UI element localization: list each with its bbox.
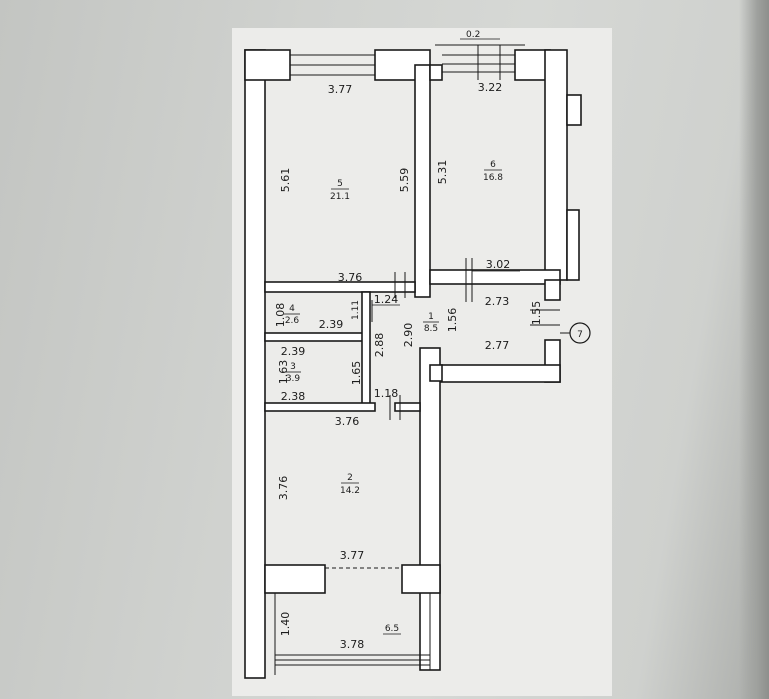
wall-room2-top-right xyxy=(394,402,421,412)
dim-wall-thickness: 0.2 xyxy=(466,30,480,40)
dim-door-124: 1.24 xyxy=(374,293,399,306)
wall-room6-top-left xyxy=(429,64,443,81)
wall-room6-right-lower xyxy=(566,209,580,281)
dim-room6-height: 5.31 xyxy=(436,160,449,185)
wall-room4-3-right xyxy=(361,291,371,408)
dimension-labels: 0.2 3.77 3.22 5.61 5.59 5.31 3.02 3.76 1… xyxy=(274,30,543,651)
dim-hall-155: 1.55 xyxy=(530,301,543,326)
room-labels: 5 21.1 6 16.8 4 2.6 3 3.9 1 8.5 2 14.2 6… xyxy=(284,160,503,635)
room3-number: 3 xyxy=(290,362,296,372)
wall-room2-bottom-right xyxy=(401,564,441,594)
room2-number: 2 xyxy=(347,473,353,483)
dim-balcony-width: 3.78 xyxy=(340,638,365,651)
room5-number: 5 xyxy=(337,179,343,189)
axis-marker-label: 7 xyxy=(577,330,583,340)
wall-room4-room3 xyxy=(264,332,366,342)
wall-corridor-jog xyxy=(429,364,443,382)
windows xyxy=(264,44,560,675)
dim-corridor-288: 2.88 xyxy=(373,333,386,358)
dim-room5-right: 5.59 xyxy=(398,168,411,193)
wall-hall-right-top xyxy=(544,279,561,301)
dim-room4-width: 2.39 xyxy=(319,318,344,331)
room6-area: 16.8 xyxy=(483,173,503,183)
dim-corridor-118: 1.18 xyxy=(374,387,399,400)
room4-number: 4 xyxy=(289,304,295,314)
balcony-number: 6.5 xyxy=(385,624,399,634)
dim-room5-width: 3.77 xyxy=(328,83,353,96)
wall-room6-right-jog xyxy=(566,94,582,126)
dim-hall-273: 2.73 xyxy=(485,295,510,308)
wall-room3-bottom xyxy=(264,402,376,412)
dim-room3-left: 1.63 xyxy=(277,360,290,385)
dim-hall-156: 1.56 xyxy=(446,308,459,333)
dim-room6-width-top: 3.22 xyxy=(478,81,503,94)
room4-area: 2.6 xyxy=(285,316,300,326)
dim-room5-left: 5.61 xyxy=(279,168,292,193)
dim-room2-top: 3.76 xyxy=(335,415,360,428)
wall-room5-room6 xyxy=(414,64,431,298)
dim-room3-top: 2.39 xyxy=(281,345,306,358)
walls xyxy=(244,49,582,679)
wall-room6-bottom xyxy=(429,269,561,285)
dim-hall-290: 2.90 xyxy=(402,323,415,348)
dim-room5-bottom: 3.76 xyxy=(338,271,363,284)
wall-room5-bottom xyxy=(264,281,416,293)
room3-area: 3.9 xyxy=(286,374,301,384)
axis-marker: 7 xyxy=(560,322,591,344)
axis-marker-circle xyxy=(569,322,591,344)
room1-number: 1 xyxy=(428,312,434,322)
outer-wall-left xyxy=(244,49,266,679)
wall-top-left-pier xyxy=(244,49,291,81)
room5-area: 21.1 xyxy=(330,192,350,202)
dim-room2-bottom: 3.77 xyxy=(340,549,365,562)
dim-room3-bottom: 2.38 xyxy=(281,390,306,403)
dim-room6-width-bottom: 3.02 xyxy=(486,258,511,271)
room1-area: 8.5 xyxy=(424,324,438,334)
dim-hall-277: 2.77 xyxy=(485,339,510,352)
paper-edge-shadow xyxy=(739,0,769,699)
room2-area: 14.2 xyxy=(340,486,360,496)
dim-balcony-height: 1.40 xyxy=(279,612,292,637)
dim-room4-side: 1.11 xyxy=(351,300,361,320)
wall-hall-bottom xyxy=(439,364,561,383)
wall-room2-bottom-left xyxy=(264,564,326,594)
dim-room3-right: 1.65 xyxy=(350,361,363,386)
dim-room2-left: 3.76 xyxy=(277,476,290,501)
dim-room4-height: 1.08 xyxy=(274,303,287,328)
wall-room6-right xyxy=(544,49,568,281)
room6-number: 6 xyxy=(490,160,496,170)
